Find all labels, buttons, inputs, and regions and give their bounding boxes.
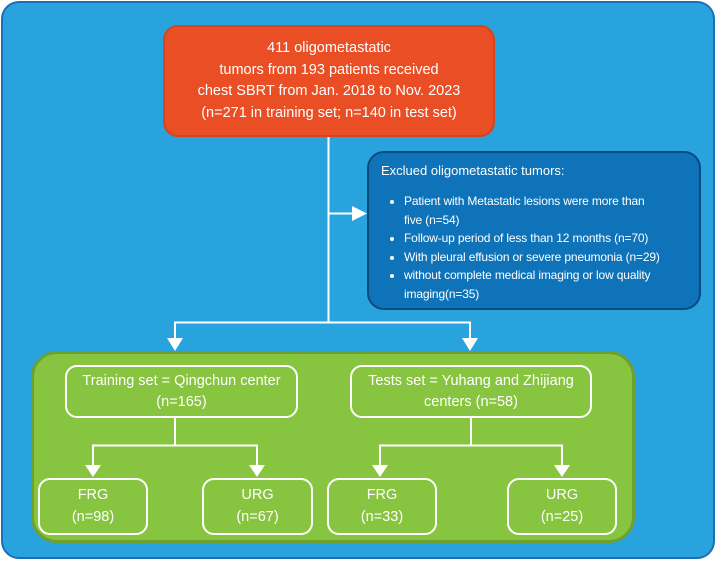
test-set-box: Tests set = Yuhang and Zhijiang centers … (350, 365, 592, 418)
leaf-box-frg-test: FRG (n=33) (327, 478, 437, 535)
training-set-box: Training set = Qingchun center (n=165) (65, 365, 298, 418)
exclusion-item: Follow-up period of less than 12 months … (404, 229, 691, 248)
exclusion-item: With pleural effusion or severe pneumoni… (404, 248, 691, 267)
arrowhead-down-urg-training-icon (249, 465, 265, 477)
root-box-text: 411 oligometastatic tumors from 193 pati… (197, 40, 461, 121)
arrowhead-down-test-icon (462, 338, 478, 351)
root-box: 411 oligometastatic tumors from 193 pati… (163, 25, 495, 137)
arrowhead-down-training-icon (167, 338, 183, 351)
exclusion-list: Patient with Metastatic lesions were mor… (381, 192, 691, 303)
leaf-box-urg-test: URG (n=25) (507, 478, 617, 535)
exclusion-item: Patient with Metastatic lesions were mor… (404, 192, 691, 229)
exclusion-box: Exclued oligometastatic tumors: Patient … (367, 151, 701, 310)
centers-panel (31, 351, 635, 543)
arrowhead-down-urg-test-icon (554, 465, 570, 477)
leaf-label: FRG (366, 487, 398, 503)
arrowhead-down-frg-training-icon (85, 465, 101, 477)
leaf-box-urg-training: URG (n=67) (202, 478, 313, 535)
leaf-count: (n=25) (540, 508, 584, 525)
training-set-text: Training set = Qingchun center (n=165) (82, 372, 281, 410)
leaf-count: (n=33) (360, 508, 404, 525)
leaf-label: URG (241, 487, 274, 503)
leaf-count: (n=67) (236, 508, 279, 525)
arrowhead-down-frg-test-icon (372, 465, 388, 477)
leaf-box-frg-training: FRG (n=98) (38, 478, 148, 535)
test-set-text: Tests set = Yuhang and Zhijiang centers … (368, 372, 574, 410)
exclusion-item: without complete medical imaging or low … (404, 266, 691, 303)
leaf-count: (n=98) (71, 508, 115, 525)
leaf-label: URG (545, 487, 579, 503)
leaf-label: FRG (77, 487, 109, 503)
arrowhead-right-icon (352, 206, 367, 221)
exclusion-title: Exclued oligometastatic tumors: (381, 163, 565, 178)
